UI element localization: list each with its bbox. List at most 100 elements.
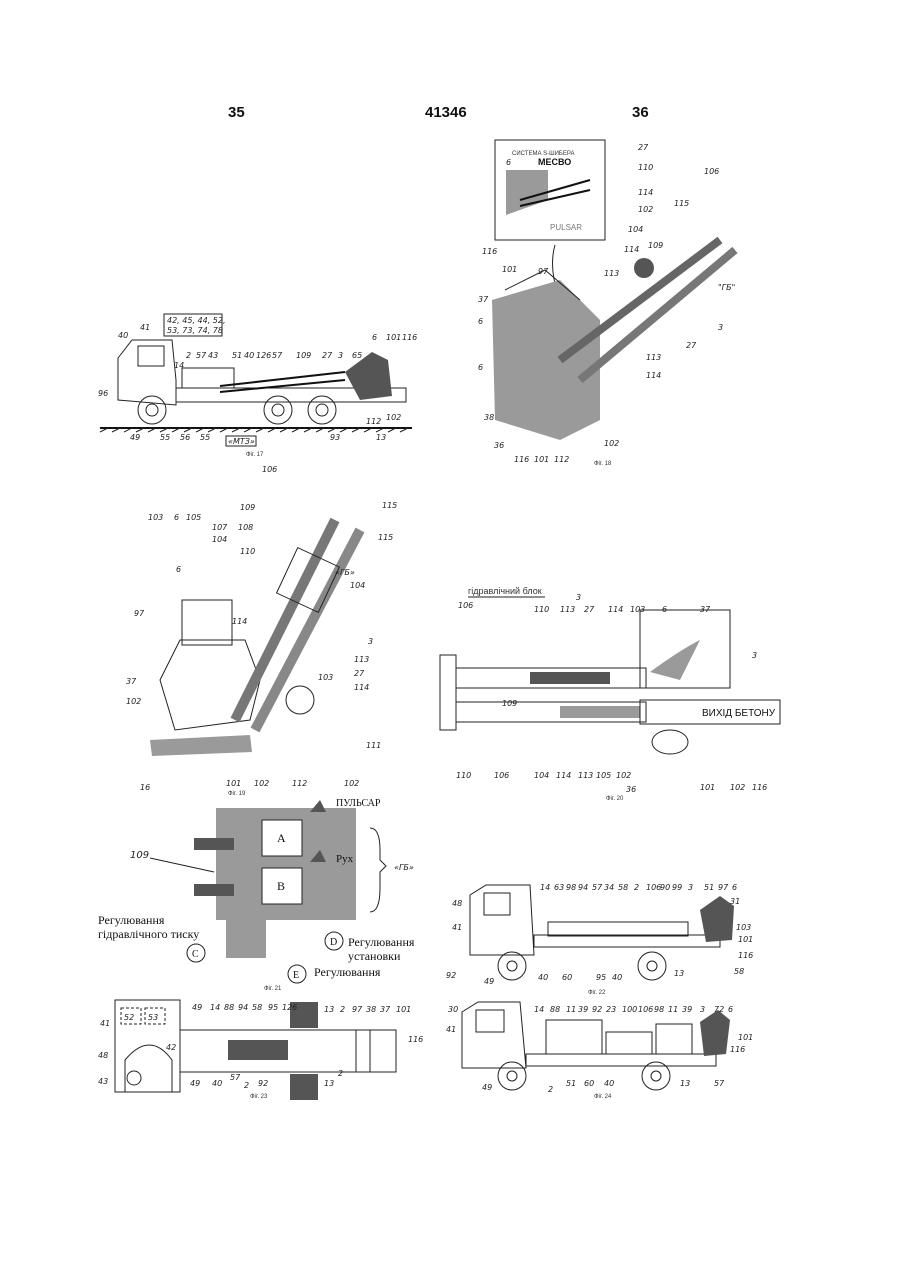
svg-text:101: 101 [738, 1033, 753, 1042]
svg-text:102: 102 [604, 439, 619, 448]
truck-cab [118, 340, 176, 405]
svg-text:43: 43 [208, 351, 218, 360]
svg-text:37: 37 [126, 677, 137, 686]
svg-text:D: D [330, 937, 337, 948]
fig19-hopper [160, 640, 260, 730]
hopper-body [492, 280, 600, 440]
svg-text:39: 39 [682, 1005, 692, 1014]
fig20-caption: Фіг. 20 [606, 796, 624, 802]
svg-text:13: 13 [680, 1079, 690, 1088]
fig24-caption: Фіг. 24 [594, 1094, 612, 1100]
fig21-reg-install-1: Регулювання [348, 935, 415, 949]
fig24-module-3 [656, 1024, 692, 1054]
svg-text:113: 113 [646, 353, 661, 362]
svg-text:36: 36 [494, 441, 504, 450]
svg-text:40: 40 [538, 973, 548, 982]
fig22-cab [470, 885, 534, 955]
svg-text:115: 115 [674, 199, 689, 208]
fig20-ref-numbers: 106 110 113 27 114 103 6 37 3 3 109 110 … [456, 593, 767, 794]
svg-text:101: 101 [226, 779, 241, 788]
svg-text:38: 38 [484, 413, 494, 422]
svg-text:116: 116 [730, 1045, 745, 1054]
fig21-caption: Фіг. 21 [264, 986, 282, 992]
svg-text:116: 116 [514, 455, 529, 464]
svg-text:27: 27 [638, 143, 649, 152]
svg-text:96: 96 [98, 389, 108, 398]
fig21-reg-install-2: установки [348, 949, 401, 963]
fig17-caption: Фіг. 17 [246, 452, 264, 458]
svg-text:57: 57 [272, 351, 283, 360]
svg-text:57: 57 [592, 883, 603, 892]
fig21-label-b: B [277, 879, 285, 893]
svg-text:40: 40 [118, 331, 128, 340]
svg-text:11: 11 [566, 1005, 576, 1014]
fig21-rod-upper [194, 838, 234, 850]
svg-text:49: 49 [130, 433, 140, 442]
svg-text:34: 34 [604, 883, 614, 892]
svg-text:6: 6 [506, 158, 511, 167]
svg-text:104: 104 [350, 581, 365, 590]
svg-text:65: 65 [352, 351, 362, 360]
svg-text:103: 103 [148, 513, 163, 522]
svg-text:105: 105 [596, 771, 611, 780]
fig19-motor [286, 686, 314, 714]
svg-text:37: 37 [478, 295, 489, 304]
svg-text:114: 114 [638, 188, 653, 197]
svg-text:3: 3 [752, 651, 757, 660]
svg-text:11: 11 [668, 1005, 678, 1014]
svg-text:E: E [293, 970, 299, 981]
svg-text:52: 52 [124, 1013, 134, 1022]
svg-text:27: 27 [322, 351, 333, 360]
rear-wheel-1 [264, 396, 292, 424]
svg-text:101: 101 [700, 783, 715, 792]
rear-wheel-2 [308, 396, 336, 424]
svg-text:101: 101 [396, 1005, 411, 1014]
fig21-rod-lower [194, 884, 234, 896]
fig21-pulsar: ПУЛЬСАР [336, 798, 381, 809]
fig24-hopper [700, 1010, 730, 1056]
svg-text:3: 3 [368, 637, 373, 646]
fig20-flow-arrow [650, 640, 700, 680]
figure-20: гідравлічний блок ВИХІД БЕТОНУ Фіг. 20 1… [440, 586, 780, 802]
svg-text:3: 3 [700, 1005, 705, 1014]
svg-text:36: 36 [626, 785, 636, 794]
svg-text:97: 97 [718, 883, 729, 892]
svg-text:14: 14 [210, 1003, 220, 1012]
svg-text:99: 99 [672, 883, 682, 892]
fig22-rear-wheel [638, 952, 666, 980]
svg-text:114: 114 [354, 683, 369, 692]
fig21-ruh: Рух [336, 853, 354, 865]
svg-text:110: 110 [638, 163, 653, 172]
svg-text:37: 37 [700, 605, 711, 614]
svg-text:6: 6 [478, 317, 483, 326]
svg-text:112: 112 [366, 417, 381, 426]
svg-text:53: 53 [148, 1013, 158, 1022]
svg-text:3: 3 [576, 593, 581, 602]
svg-text:57: 57 [230, 1073, 241, 1082]
fig24-front-wheel [498, 1062, 526, 1090]
svg-text:95: 95 [268, 1003, 278, 1012]
svg-text:113: 113 [578, 771, 593, 780]
cab-window [138, 346, 164, 366]
svg-text:40: 40 [604, 1079, 614, 1088]
svg-text:102: 102 [344, 779, 359, 788]
svg-text:6: 6 [732, 883, 737, 892]
svg-text:39: 39 [578, 1005, 588, 1014]
svg-text:100: 100 [622, 1005, 637, 1014]
front-wheel [138, 396, 166, 424]
svg-text:51: 51 [704, 883, 714, 892]
component-list-line1: 42, 45, 44, 52, [167, 316, 226, 325]
svg-text:105: 105 [186, 513, 201, 522]
svg-text:104: 104 [212, 535, 227, 544]
svg-text:90: 90 [660, 883, 670, 892]
fig21-reg-e: Регулювання [314, 965, 381, 979]
svg-text:106: 106 [646, 883, 661, 892]
svg-text:93: 93 [330, 433, 340, 442]
svg-text:115: 115 [382, 501, 397, 510]
svg-text:37: 37 [380, 1005, 391, 1014]
svg-text:60: 60 [562, 973, 572, 982]
svg-text:103: 103 [736, 923, 751, 932]
fig20-outlet-label: ВИХІД БЕТОНУ [702, 708, 776, 719]
svg-text:72: 72 [714, 1005, 724, 1014]
svg-text:110: 110 [456, 771, 471, 780]
